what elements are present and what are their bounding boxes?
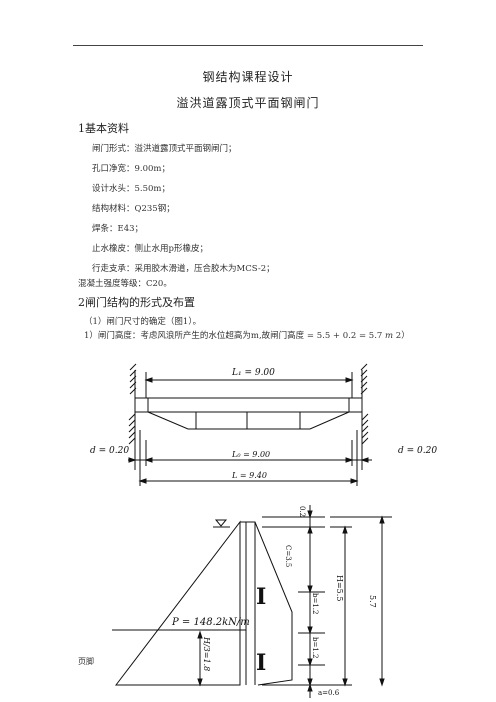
dim-b2: b=1.2 (311, 637, 319, 658)
gate-height-unit: m (385, 331, 394, 341)
dim-b1: b=1.2 (311, 593, 319, 614)
dim-H: H=5.5 (335, 575, 344, 601)
dim-d-left: d = 0.20 (90, 446, 129, 456)
doc-subtitle: 溢洪道露顶式平面钢闸门 (176, 96, 320, 110)
doc-title: 钢结构课程设计 (202, 70, 294, 84)
paragraph-gate-height: 1）闸门高度：考虑风浪所产生的水位超高为m,故闸门高度 = 5.5 + 0.2 … (84, 329, 410, 341)
dim-freeboard: 0.2 (298, 506, 306, 517)
gate-height-text: 1）闸门高度：考虑风浪所产生的水位超高为m,故闸门高度 (84, 331, 305, 341)
list-item: 止水橡皮：侧止水用p形橡皮； (92, 244, 208, 254)
beam-upper-icon: I (256, 584, 266, 610)
beam-lower-icon: I (256, 650, 266, 676)
header-rule (73, 45, 423, 46)
paragraph-gate-size: （1）闸门尺寸的确定（图1）。 (84, 317, 202, 327)
dim-H3: H/3=1.8 (202, 636, 211, 671)
dim-L0: L₀ = 9.00 (231, 450, 270, 459)
dim-d-right: d = 0.20 (398, 446, 437, 456)
list-item: 结构材料：Q235钢； (92, 204, 175, 214)
gate-height-formula: = 5.5 + 0.2 = 5.7 (306, 331, 383, 341)
list-item: 闸门形式：溢洪道露顶式平面钢闸门； (92, 144, 237, 154)
dim-C: C=3.5 (284, 545, 292, 567)
section-heading-basic-data: 1基本资料 (78, 122, 129, 135)
list-item: 孔口净宽：9.00m； (92, 164, 170, 174)
list-item: 混凝土强度等级：C20。 (78, 279, 172, 289)
section-heading-structure: 2闸门结构的形式及布置 (78, 296, 195, 309)
list-item: 行走支承：采用胶木滑道，压合胶木为MCS-2； (92, 264, 275, 274)
list-item: 焊条：E43； (92, 224, 144, 234)
page-footer: 页脚 (78, 657, 94, 666)
dim-L: L = 9.40 (231, 471, 267, 480)
resultant-pressure: P = 148.2kN/m (171, 617, 250, 628)
dim-a: a=0.6 (318, 689, 340, 697)
gate-height-suffix: 2） (395, 331, 410, 341)
list-item: 设计水头：5.50m； (92, 184, 170, 194)
dim-L1: L₁ = 9.00 (231, 368, 275, 378)
dim-total: 5.7 (368, 595, 377, 608)
